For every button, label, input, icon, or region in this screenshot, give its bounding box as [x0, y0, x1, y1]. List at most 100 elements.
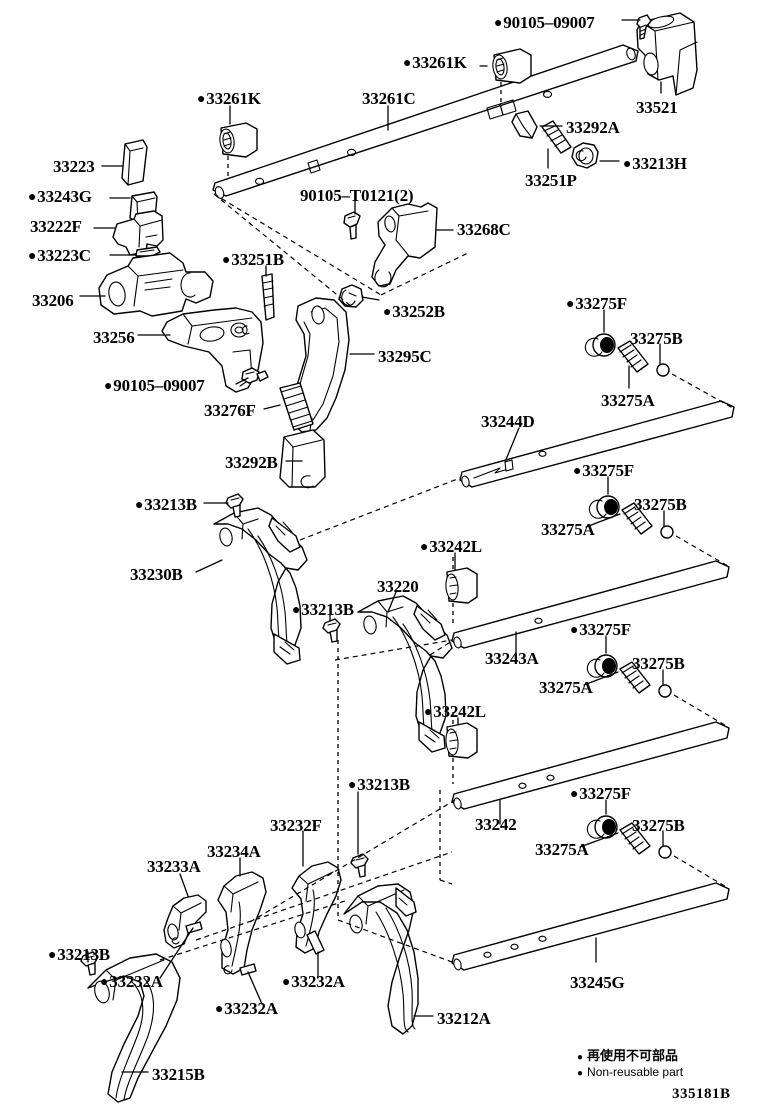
part-label-33244d: 33244D	[481, 412, 535, 431]
part-33242-shaft	[451, 721, 730, 810]
part-label-33275a: 33275A	[535, 840, 589, 859]
part-label-33232a: 33232A	[100, 973, 163, 992]
part-33206-bracket	[98, 252, 214, 317]
part-label-33261c: 33261C	[362, 89, 416, 108]
part-label-33275f: 33275F	[566, 295, 627, 314]
part-33234a-fork	[217, 871, 267, 975]
part-label-33275b: 33275B	[632, 654, 685, 673]
part-label-33275b: 33275B	[634, 495, 687, 514]
part-33256-inner-lever	[161, 307, 264, 393]
part-label-33252b: 33252B	[383, 303, 445, 322]
part-label-33292a: 33292A	[566, 118, 620, 137]
part-33251b-spring-pin	[261, 273, 275, 321]
part-33232a-pin-1	[185, 921, 203, 934]
part-90105-09007-bolt-top	[636, 14, 652, 40]
legend-text-jp: 再使用不可部品	[587, 1048, 679, 1063]
part-33220-fork	[357, 595, 453, 753]
part-33252b-clip	[338, 284, 364, 308]
part-33223-roller	[121, 139, 148, 186]
part-label-33223c: 33223C	[28, 247, 91, 266]
part-label-33256: 33256	[93, 328, 135, 347]
part-label-33268c: 33268C	[457, 220, 511, 239]
part-33232a-pin-3	[306, 930, 325, 955]
part-set-33275-4	[586, 815, 672, 859]
part-label-90105t01212: 90105–T0121(2)	[300, 186, 414, 205]
part-33261c-shaft	[212, 44, 639, 199]
part-33268c-arm	[371, 202, 438, 288]
part-label-33242l: 33242L	[420, 538, 482, 557]
part-set-33275-3	[586, 654, 672, 698]
part-label-33292b: 33292B	[225, 453, 278, 472]
part-label-33261k: 33261K	[197, 90, 261, 109]
part-label-33233a: 33233A	[147, 857, 201, 876]
part-label-33223: 33223	[53, 157, 95, 176]
part-label-33232a: 33232A	[215, 1000, 278, 1019]
part-33212a-fork	[343, 883, 419, 1035]
part-33213h-nut	[571, 142, 599, 169]
part-set-33275-1	[584, 333, 670, 377]
legend-non-reusable-jp: ●再使用不可部品	[577, 1045, 678, 1064]
part-label-33206: 33206	[32, 291, 74, 310]
part-label-33276f: 33276F	[204, 401, 256, 420]
part-label-33213b: 33213B	[348, 776, 410, 795]
part-33244d-shaft	[459, 400, 735, 488]
part-label-33275a: 33275A	[539, 678, 593, 697]
part-33292a-pin	[511, 110, 538, 139]
part-33232f-head	[291, 861, 342, 954]
part-90105-t0121-bolt	[343, 211, 361, 240]
part-label-9010509007: 90105–09007	[104, 377, 205, 396]
part-label-33243a: 33243A	[485, 649, 539, 668]
part-90105-09007-bolt-mid	[241, 367, 269, 384]
legend-non-reusable-en: ●Non-reusable part	[577, 1065, 683, 1079]
part-label-33275f: 33275F	[570, 785, 631, 804]
alignment-dashed-lines	[159, 82, 734, 963]
part-label-33212a: 33212A	[437, 1009, 491, 1028]
part-label-33230b: 33230B	[130, 565, 183, 584]
part-label-33275f: 33275F	[570, 621, 631, 640]
legend-bullet-en: ●	[577, 1068, 584, 1079]
part-label-33275b: 33275B	[630, 329, 683, 348]
part-label-33275b: 33275B	[632, 816, 685, 835]
part-label-33275a: 33275A	[541, 520, 595, 539]
part-33222f-shift-head	[112, 210, 164, 256]
part-33292b-plug	[279, 429, 326, 489]
part-33295c-guide	[291, 297, 350, 433]
part-33276f-spring	[279, 382, 314, 431]
part-33233a-fork	[163, 894, 207, 949]
part-label-33222f: 33222F	[30, 217, 82, 236]
part-33242l-bushing-lower	[445, 722, 478, 759]
legend-text-en: Non-reusable part	[587, 1065, 684, 1079]
part-33213b-bolt-2	[322, 618, 341, 643]
part-label-33251p: 33251P	[525, 171, 577, 190]
part-label-33234a: 33234A	[207, 842, 261, 861]
part-33232a-pin-2	[239, 963, 257, 976]
part-label-33243g: 33243G	[28, 188, 92, 207]
legend-bullet-jp: ●	[577, 1052, 584, 1063]
part-label-33245g: 33245G	[570, 973, 625, 992]
part-label-33215b: 33215B	[152, 1065, 205, 1084]
part-label-33242: 33242	[475, 815, 517, 834]
part-33230b-fork	[213, 507, 308, 665]
part-33261k-bushing-upper	[492, 48, 532, 84]
part-label-33275a: 33275A	[601, 391, 655, 410]
diagram-id: 335181B	[672, 1086, 731, 1102]
part-label-33213h: 33213H	[623, 155, 687, 174]
part-label-33232a: 33232A	[282, 973, 345, 992]
part-33242l-bushing-upper	[445, 567, 478, 604]
part-33213b-bolt-1	[225, 493, 244, 518]
part-label-33521: 33521	[636, 98, 678, 117]
part-label-33213b: 33213B	[48, 946, 110, 965]
part-set-33275-2	[588, 495, 674, 539]
part-label-33220: 33220	[377, 577, 419, 596]
part-33213b-bolt-4	[350, 853, 369, 878]
part-label-33232f: 33232F	[270, 816, 322, 835]
part-33245g-shaft	[451, 882, 730, 971]
part-33251p-spring-pin	[541, 120, 572, 154]
part-label-33242l: 33242L	[424, 703, 486, 722]
part-label-33275f: 33275F	[573, 462, 634, 481]
part-label-33261k: 33261K	[403, 54, 467, 73]
part-33243a-shaft	[451, 560, 730, 649]
part-label-33213b: 33213B	[135, 496, 197, 515]
part-33261k-bushing-left	[219, 122, 258, 158]
